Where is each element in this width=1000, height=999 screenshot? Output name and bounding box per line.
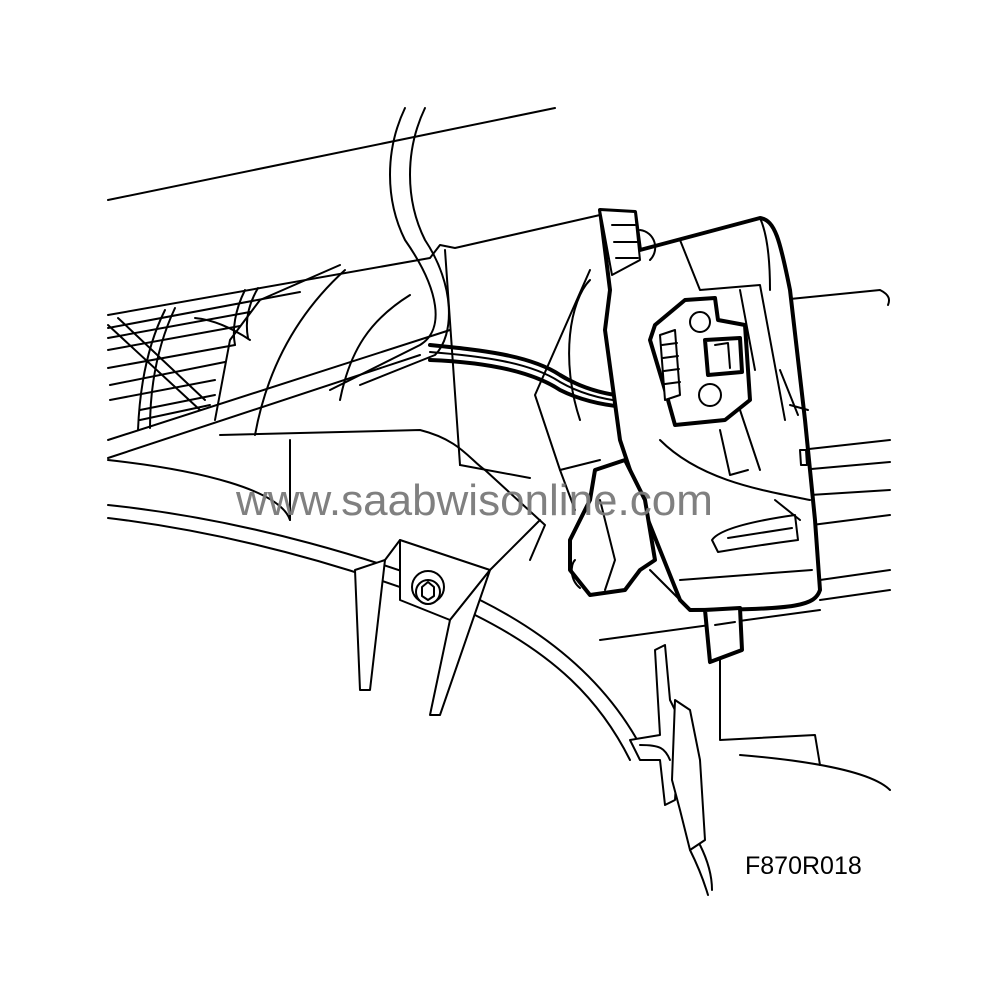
cable-clips: [629, 644, 713, 896]
gear-housing: [568, 458, 681, 601]
air-duct-grille: [107, 287, 259, 431]
actuator-motor: [598, 208, 822, 664]
electrical-connector: [648, 296, 761, 476]
mounting-screw-torx: [411, 570, 445, 605]
watermark: www.saabwisonline.com: [236, 476, 713, 525]
figure-code: F870R018: [745, 852, 862, 880]
upper-panel-lines: [107, 107, 601, 329]
heater-housing: [107, 249, 891, 791]
